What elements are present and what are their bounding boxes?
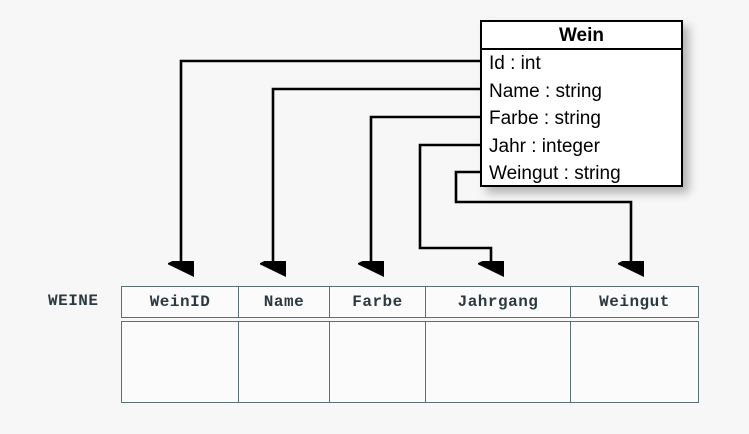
table-row xyxy=(121,321,699,403)
table-cell-weingut[interactable] xyxy=(571,322,698,402)
table-cell-weinid[interactable] xyxy=(122,322,239,402)
table-cell-jahrgang[interactable] xyxy=(426,322,571,402)
connector-id-to-weinid xyxy=(181,59,480,264)
class-attribute-jahr: Jahr : integer xyxy=(489,135,600,157)
table-header-row: WeinID Name Farbe Jahrgang Weingut xyxy=(121,286,699,318)
class-name-label: Wein xyxy=(482,22,681,50)
class-attribute-id: Id : int xyxy=(489,53,541,74)
column-header-farbe[interactable]: Farbe xyxy=(330,287,426,317)
relational-table-name: WEINE xyxy=(48,292,99,310)
class-attribute-farbe: Farbe : string xyxy=(489,108,601,130)
class-attribute-name: Name : string xyxy=(489,80,602,102)
column-header-jahrgang[interactable]: Jahrgang xyxy=(426,287,571,317)
relational-table: WeinID Name Farbe Jahrgang Weingut xyxy=(121,286,699,403)
connector-name-to-name xyxy=(273,87,480,264)
column-header-name[interactable]: Name xyxy=(239,287,330,317)
class-attribute-weingut: Weingut : string xyxy=(489,163,621,185)
column-header-weingut[interactable]: Weingut xyxy=(599,293,670,311)
column-header-weinid[interactable]: WeinID xyxy=(122,287,239,317)
uml-class-box[interactable]: Wein Id : int Name : string Farbe : stri… xyxy=(480,20,683,187)
class-attribute-list: Id : int Name : string Farbe : string Ja… xyxy=(482,50,681,188)
table-cell-farbe[interactable] xyxy=(330,322,426,402)
table-cell-name[interactable] xyxy=(239,322,330,402)
connector-farbe-to-farbe xyxy=(371,115,480,264)
